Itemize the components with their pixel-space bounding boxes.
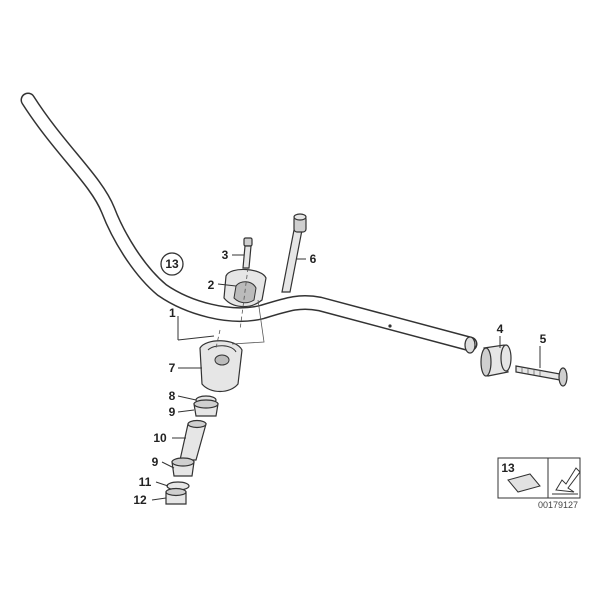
clamp-bolt-long-part [281, 213, 307, 293]
nut-part [165, 487, 187, 505]
callout-4: 4 [497, 322, 504, 336]
sticker-icon [507, 473, 541, 493]
callout-9-upper: 9 [169, 405, 176, 419]
bar-end-weight-part [480, 344, 512, 377]
callout-12: 12 [133, 493, 147, 507]
callout-10: 10 [153, 431, 167, 445]
reference-number: 00179127 [538, 500, 578, 510]
callout-13-label: 13 [165, 257, 179, 271]
rubber-mount-upper-part [193, 399, 219, 417]
upper-clamp-part [223, 268, 267, 308]
pointer-arrow-icon [552, 467, 581, 495]
bar-end-screw-part [515, 365, 568, 387]
clamp-screw-short-part [242, 237, 253, 269]
callout-8: 8 [169, 389, 176, 403]
handlebar-part [20, 92, 478, 354]
legend-callout-13: 13 [501, 461, 515, 475]
callout-5: 5 [540, 332, 547, 346]
legend-box: 13 00179127 [497, 457, 581, 510]
callout-13-circled: 13 [160, 252, 184, 276]
callout-3: 3 [222, 248, 229, 262]
callout-9-lower: 9 [152, 455, 159, 469]
callout-6: 6 [310, 252, 317, 266]
rubber-mount-lower-part [171, 457, 195, 477]
sleeve-part [179, 419, 207, 461]
callout-11: 11 [139, 475, 152, 489]
callout-1: 1 [169, 306, 176, 320]
leader-lines [151, 254, 541, 501]
riser-clamp-part [199, 340, 243, 393]
callout-2: 2 [208, 278, 215, 292]
callout-7: 7 [169, 361, 176, 375]
